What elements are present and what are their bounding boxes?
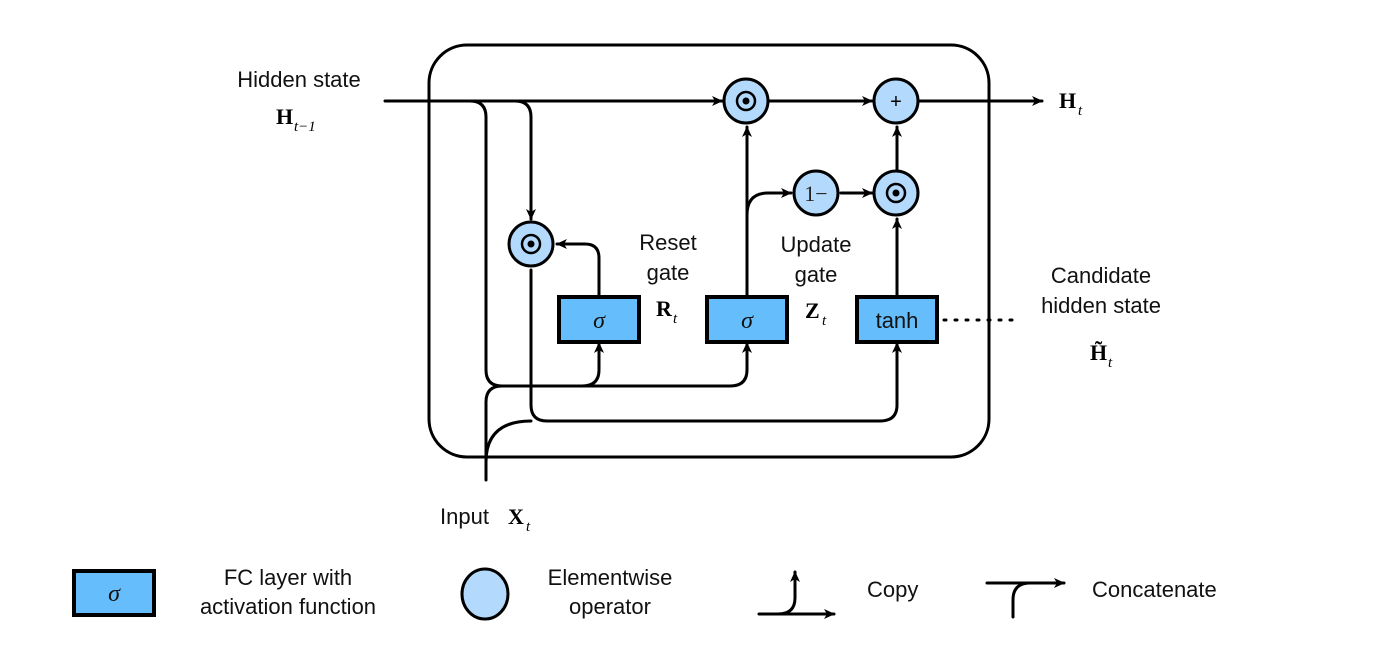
reset-mult-to-tanh bbox=[529, 268, 902, 423]
legend-elementwise: Elementwise operator bbox=[460, 565, 673, 621]
svg-text:t−1: t−1 bbox=[294, 119, 316, 135]
candidate-label-1: Candidate bbox=[1051, 263, 1151, 288]
svg-text:H: H bbox=[276, 104, 293, 129]
svg-text:X: X bbox=[508, 504, 524, 529]
legend-copy-label: Copy bbox=[867, 577, 918, 602]
candidate-symbol: H̃ t bbox=[1090, 340, 1113, 371]
one-minus-label: 1− bbox=[804, 181, 827, 206]
sum-operator: + bbox=[872, 77, 920, 125]
odot-icon bbox=[735, 90, 757, 112]
plus-icon: + bbox=[890, 91, 902, 113]
svg-text:H̃: H̃ bbox=[1090, 340, 1107, 365]
candidate-layer: tanh bbox=[855, 295, 939, 344]
reset-gate-symbol: R t bbox=[656, 296, 678, 327]
svg-text:Input: Input bbox=[440, 504, 489, 529]
update-layer: σ bbox=[705, 295, 789, 344]
output-symbol: H t bbox=[1059, 88, 1083, 119]
svg-text:H: H bbox=[1059, 88, 1076, 113]
legend-fc-label-2: activation function bbox=[200, 594, 376, 619]
svg-text:t: t bbox=[526, 519, 531, 535]
candidate-layer-label: tanh bbox=[876, 308, 919, 333]
top-multiply-operator bbox=[722, 77, 770, 125]
reset-gate-to-mult bbox=[555, 239, 601, 298]
svg-text:R: R bbox=[656, 296, 673, 321]
legend-fc-label-1: FC layer with bbox=[224, 565, 352, 590]
update-to-one-minus bbox=[745, 188, 793, 217]
update-layer-label: σ bbox=[741, 308, 754, 334]
hidden-state-title: Hidden state bbox=[237, 67, 361, 92]
hidden-state-symbol: H t−1 bbox=[276, 104, 316, 135]
odot-icon bbox=[520, 233, 542, 255]
legend-copy: Copy bbox=[757, 570, 918, 619]
legend-fc-layer: σ FC layer with activation function bbox=[72, 565, 376, 619]
input-to-concat-2 bbox=[484, 419, 533, 464]
legend-concat-label: Concatenate bbox=[1092, 577, 1217, 602]
svg-text:Z: Z bbox=[805, 298, 820, 323]
hidden-to-reset-layer bbox=[468, 99, 604, 388]
svg-text:t: t bbox=[1078, 103, 1083, 119]
reset-layer: σ bbox=[557, 295, 641, 344]
update-gate-label-2: gate bbox=[795, 262, 838, 287]
update-gate-label-1: Update bbox=[781, 232, 852, 257]
reset-layer-label: σ bbox=[593, 308, 606, 334]
reset-multiply-operator bbox=[507, 220, 555, 268]
reset-gate-label-1: Reset bbox=[639, 230, 696, 255]
one-minus-operator: 1− bbox=[792, 169, 840, 217]
svg-text:t: t bbox=[822, 313, 827, 329]
candidate-multiply-operator bbox=[872, 169, 920, 217]
legend-concat: Concatenate bbox=[985, 577, 1217, 619]
reset-gate-label-2: gate bbox=[647, 260, 690, 285]
update-gate-symbol: Z t bbox=[805, 298, 827, 329]
odot-icon bbox=[885, 182, 907, 204]
legend: σ FC layer with activation function Elem… bbox=[72, 565, 1217, 621]
input-to-concat-1 bbox=[484, 384, 504, 482]
svg-text:t: t bbox=[1108, 355, 1113, 371]
legend-op-label-2: operator bbox=[569, 594, 651, 619]
input-label: Input X t bbox=[440, 504, 531, 535]
legend-op-label-1: Elementwise bbox=[548, 565, 673, 590]
cell-frame bbox=[427, 43, 991, 459]
svg-text:t: t bbox=[673, 311, 678, 327]
concat-to-update-layer bbox=[580, 341, 752, 388]
legend-fc-symbol: σ bbox=[108, 581, 121, 607]
candidate-label-2: hidden state bbox=[1041, 293, 1161, 318]
hidden-to-reset-mult bbox=[513, 99, 536, 221]
